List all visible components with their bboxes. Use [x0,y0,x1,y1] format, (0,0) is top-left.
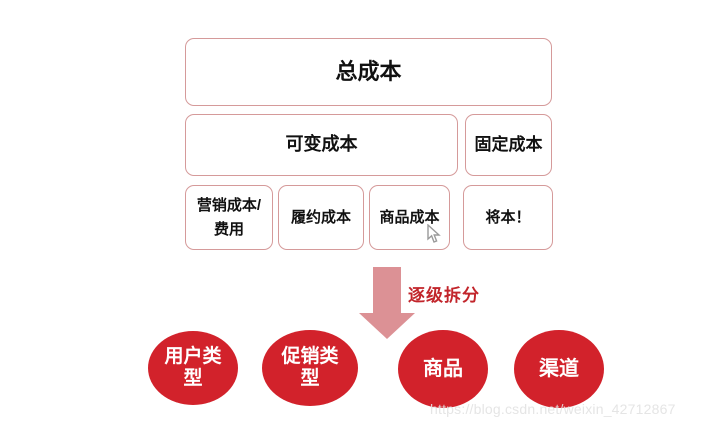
down-arrow-icon [373,267,401,314]
ellipse-product-label: 商品 [423,357,463,380]
down-arrow-icon [359,313,415,339]
ellipse-promotion-type-label: 促销类 型 [281,346,339,389]
watermark-url: https://blog.csdn.net/weixin_42712867 [430,401,676,417]
ellipse-promotion-type: 促销类 型 [262,330,358,406]
box-marketing-cost-label: 营销成本/ 费用 [196,197,262,238]
box-fixed-cost-label: 固定成本 [474,134,543,154]
box-product-cost: 商品成本 [369,185,450,250]
ellipse-channel-label: 渠道 [539,357,579,380]
arrow-label: 逐级拆分 [408,286,480,305]
box-variable-cost-label: 可变成本 [285,134,358,155]
box-fixed-cost: 固定成本 [465,114,552,176]
ellipse-user-type: 用户类 型 [148,331,238,405]
box-jiangben: 将本！ [463,185,553,250]
box-variable-cost: 可变成本 [185,114,458,176]
ellipse-channel: 渠道 [514,330,604,408]
mouse-cursor-icon [427,224,441,243]
box-fulfillment-cost: 履约成本 [278,185,364,250]
ellipse-product: 商品 [398,330,488,408]
box-total-cost-label: 总成本 [335,58,402,84]
box-marketing-cost: 营销成本/ 费用 [185,185,273,250]
box-total-cost: 总成本 [185,38,552,106]
box-product-cost-label: 商品成本 [379,208,440,226]
box-fulfillment-cost-label: 履约成本 [290,208,351,226]
box-jiangben-label: 将本！ [485,208,531,226]
ellipse-user-type-label: 用户类 型 [164,346,222,389]
